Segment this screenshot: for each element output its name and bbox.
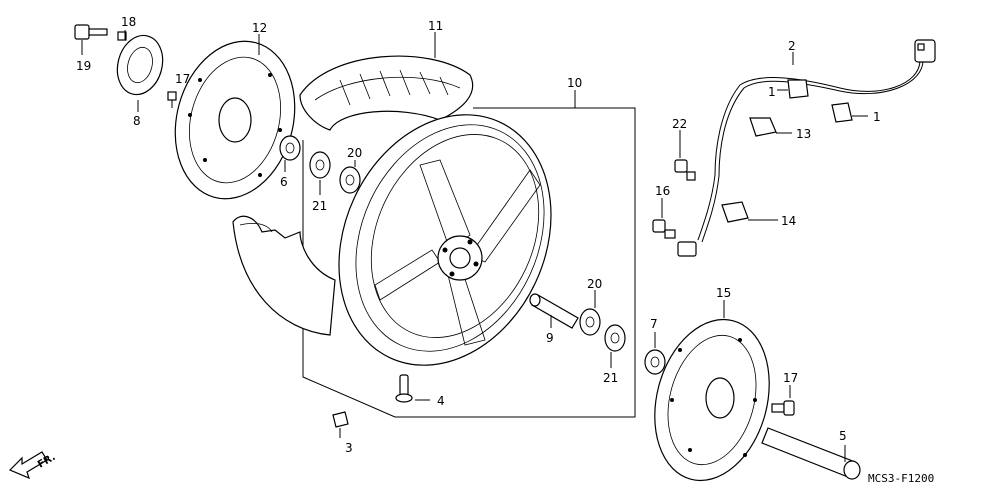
cable-clamp-b	[831, 102, 868, 123]
bolt-22	[674, 130, 696, 181]
callout-19: 19	[76, 59, 91, 73]
callout-4: 4	[437, 394, 445, 408]
callout-13: 13	[796, 127, 811, 141]
bearing-20-bottom	[579, 290, 601, 336]
callout-7: 7	[650, 317, 658, 331]
cable-guide-14	[721, 201, 778, 223]
left-brake-disc	[174, 34, 296, 200]
bearing-21-bottom	[604, 324, 626, 368]
callout-1a: 1	[768, 85, 776, 99]
cable-clamp-a	[777, 79, 809, 99]
right-brake-disc	[654, 300, 770, 482]
callout-10: 10	[567, 76, 582, 90]
side-collar-left	[279, 135, 301, 172]
bolt-19	[74, 24, 108, 55]
callout-12: 12	[252, 21, 267, 35]
disc-hub-ring	[116, 34, 164, 112]
bolt-16	[652, 198, 676, 239]
callout-3: 3	[345, 441, 353, 455]
callout-20b: 20	[587, 277, 602, 291]
front-tire	[299, 32, 474, 131]
bolt-17-left	[167, 91, 177, 108]
callout-1b: 1	[873, 110, 881, 124]
wheel-rim	[338, 114, 552, 366]
callout-9: 9	[546, 331, 554, 345]
callout-22: 22	[672, 117, 687, 131]
diagram-code: MCS3-F1200	[868, 472, 934, 485]
callout-labels: 1 1 2 3 4 5 6 7 8 9 10 11 12 13 14 15 16…	[76, 15, 881, 455]
callout-20a: 20	[347, 146, 362, 160]
bolt-17-right	[771, 385, 795, 416]
tire-valve	[395, 374, 430, 403]
callout-5: 5	[839, 429, 847, 443]
side-collar-right	[644, 332, 666, 375]
bearing-20-top	[339, 160, 361, 194]
callout-16: 16	[655, 184, 670, 198]
callout-17a: 17	[175, 72, 190, 86]
callout-18: 18	[121, 15, 136, 29]
callout-2: 2	[788, 39, 796, 53]
callout-15: 15	[716, 286, 731, 300]
callout-17b: 17	[783, 371, 798, 385]
front-direction-arrow: FR.	[8, 451, 58, 480]
callout-21b: 21	[603, 371, 618, 385]
callout-14: 14	[781, 214, 796, 228]
wheel-assembly-bracket	[302, 90, 636, 418]
callout-6: 6	[280, 175, 288, 189]
callout-21a: 21	[312, 199, 327, 213]
bolt-18	[117, 30, 127, 41]
distance-collar	[529, 293, 579, 329]
bearing-21-top	[309, 151, 331, 195]
callout-8: 8	[133, 114, 141, 128]
front-axle	[761, 427, 861, 480]
callout-11: 11	[428, 19, 443, 33]
cable-guide-13	[749, 117, 792, 137]
tire-lower-shell	[232, 215, 336, 336]
balance-weight	[332, 411, 349, 438]
speed-sensor-cable	[677, 39, 936, 257]
